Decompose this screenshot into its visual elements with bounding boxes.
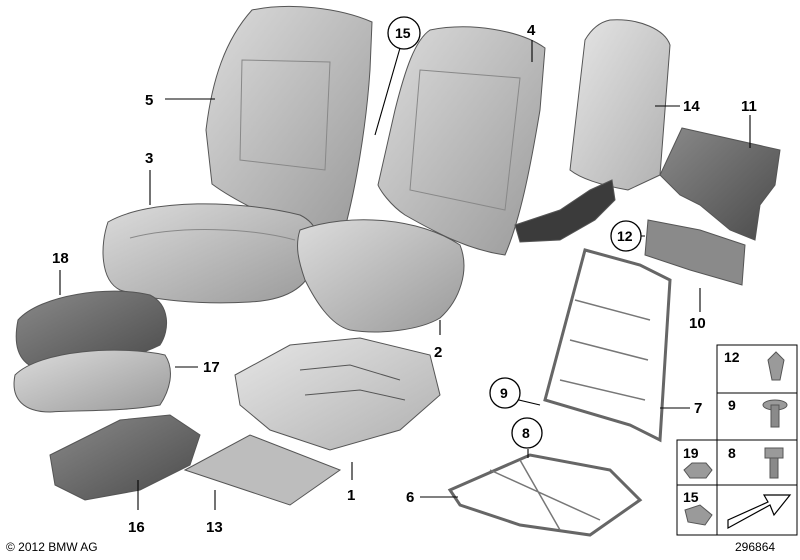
- callout-16: 16: [128, 519, 145, 536]
- copyright-text: © 2012 BMW AG: [6, 540, 98, 554]
- table-label-12: 12: [724, 349, 740, 365]
- callout-17: 17: [203, 359, 220, 376]
- callout-5: 5: [145, 92, 153, 109]
- table-label-15: 15: [683, 489, 699, 505]
- diagram-id: 296864: [735, 540, 776, 554]
- part-1-seat-pan: [234, 337, 441, 451]
- callout-13: 13: [206, 519, 223, 536]
- callout-7: 7: [694, 400, 702, 417]
- callout-11: 11: [741, 98, 757, 115]
- callout-9-ring: [489, 377, 521, 409]
- callout-8-ring: [511, 417, 543, 449]
- callout-12: 12: [617, 228, 633, 244]
- callout-2: 2: [434, 344, 442, 361]
- direction-arrow-icon: [727, 494, 792, 530]
- leader-lines: [59, 40, 751, 510]
- callout-8: 8: [522, 425, 530, 441]
- part-17-armrest-foam: [13, 349, 171, 413]
- callout-14: 14: [683, 98, 700, 115]
- part-2-seat-foam: [297, 219, 465, 333]
- bolt-icon: [764, 447, 784, 479]
- callout-1: 1: [347, 487, 355, 504]
- part-14-back-panel: [514, 19, 671, 243]
- nut-icon: [683, 462, 713, 479]
- callout-9: 9: [500, 385, 508, 401]
- part-16-lower-cover: [49, 414, 201, 501]
- screw-icon: [762, 399, 788, 428]
- callout-4: 4: [527, 22, 536, 39]
- callout-3: 3: [145, 150, 153, 167]
- callout-18: 18: [52, 250, 69, 267]
- callout-15: 15: [395, 25, 411, 41]
- clip-icon: [767, 351, 785, 381]
- part-6-seat-rail: [447, 453, 643, 537]
- callouts: 5 3 15 4 14 11 12 10 2 18 17 9 7 8 6 1 1…: [52, 16, 757, 536]
- part-4-backrest-foam: [377, 26, 546, 256]
- callout-15-ring: [387, 16, 421, 50]
- callout-12-ring: [610, 220, 642, 252]
- table-label-8: 8: [728, 445, 736, 461]
- part-3-seat-cover: [102, 203, 319, 304]
- part-10-cover-panel: [644, 219, 746, 286]
- part-11-trim-bracket: [659, 127, 781, 241]
- part-13-felt-pad: [183, 434, 342, 506]
- part-5-backrest-cover: [205, 5, 373, 231]
- table-label-9: 9: [728, 397, 736, 413]
- part-7-backrest-frame: [543, 248, 672, 443]
- callout-6: 6: [406, 489, 414, 506]
- clip-bracket-icon: [684, 504, 713, 526]
- fastener-table: 12 9 19 8 15: [676, 344, 798, 536]
- callout-10: 10: [689, 315, 706, 332]
- table-label-19: 19: [683, 445, 699, 461]
